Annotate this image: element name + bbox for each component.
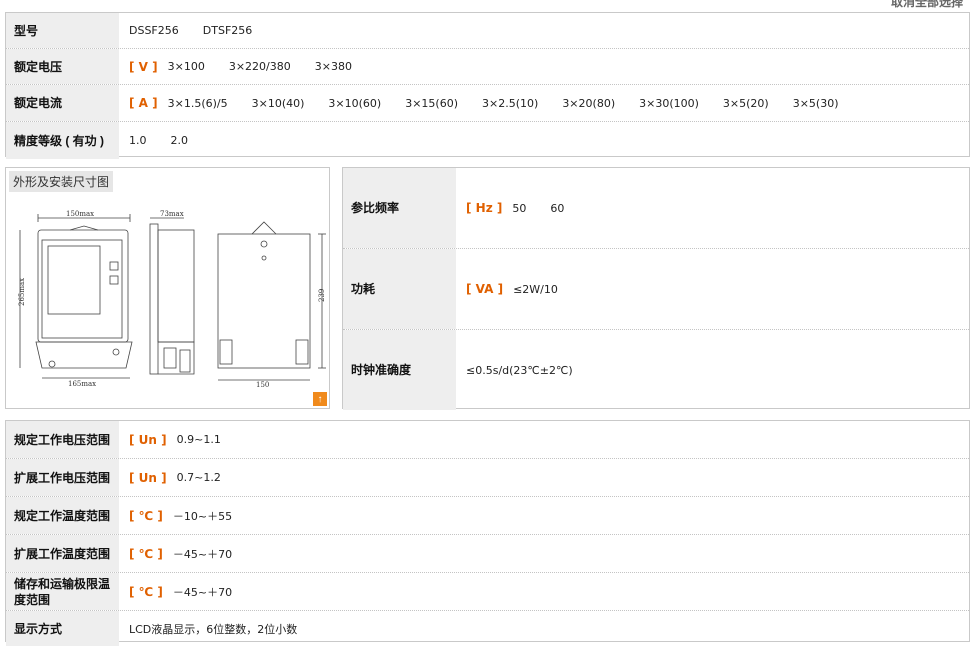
spec-option[interactable]: 3×220/380 [228, 60, 291, 73]
spec-values: [ VA ] ≤2W/10 [456, 249, 558, 329]
spec-label: 精度等级 ( 有功 ) [6, 122, 119, 159]
spec-option[interactable]: 2.0 [170, 134, 189, 147]
spec-option[interactable]: ≤2W/10 [513, 282, 558, 296]
spec-row: 精度等级 ( 有功 ) 1.0 2.0 [6, 122, 969, 159]
spec-option[interactable]: 3×100 [167, 60, 205, 73]
spec-option[interactable]: 3×15(60) [405, 96, 459, 110]
spec-values: [ ℃ ] －45~＋70 [119, 573, 232, 610]
spec-label: 型号 [6, 13, 119, 48]
spec-option[interactable]: 0.7~1.2 [176, 471, 221, 484]
spec-label: 时钟准确度 [343, 330, 456, 410]
unit-label: [ ℃ ] [129, 584, 163, 599]
spec-option[interactable]: 3×20(80) [562, 96, 616, 110]
spec-label: 显示方式 [6, 611, 119, 646]
dim-mount-height: 239 [318, 289, 326, 302]
dimension-drawing-panel: 外形及安装尺寸图 [5, 167, 330, 409]
spec-option[interactable]: 0.9~1.1 [176, 433, 221, 446]
spec-option[interactable]: ≤0.5s/d(23℃±2℃) [466, 363, 573, 377]
spec-table-range: 规定工作电压范围 [ Un ] 0.9~1.1 扩展工作电压范围 [ Un ] 0.7~1… [5, 420, 970, 646]
spec-row: 参比频率 [ Hz ] 50 60 [343, 168, 969, 249]
unit-label: [ Un ] [129, 470, 167, 485]
spec-option[interactable]: 3×10(40) [251, 96, 305, 110]
dim-top-width: 150max [66, 210, 94, 218]
spec-option[interactable]: －10~＋55 [172, 509, 233, 523]
spec-values: [ Un ] 0.7~1.2 [119, 459, 221, 496]
spec-option[interactable]: 3×30(100) [639, 96, 699, 110]
dimension-drawing[interactable]: 150max 73max 265max 165max 150 239 [6, 168, 329, 408]
spec-option[interactable]: －45~＋70 [172, 547, 233, 561]
spec-option[interactable]: 3×2.5(10) [482, 96, 539, 110]
spec-option[interactable]: 3×5(30) [792, 96, 839, 110]
spec-values: ≤0.5s/d(23℃±2℃) [456, 330, 573, 410]
spec-label: 扩展工作电压范围 [6, 459, 119, 496]
spec-values: [ Un ] 0.9~1.1 [119, 421, 221, 458]
unit-label: [ A ] [129, 96, 158, 110]
dim-side-depth: 73max [160, 210, 184, 218]
spec-label: 规定工作温度范围 [6, 497, 119, 534]
spec-row: 扩展工作温度范围 [ ℃ ] －45~＋70 [6, 535, 969, 573]
unit-label: [ ℃ ] [129, 508, 163, 523]
dim-bottom-width: 165max [68, 380, 96, 388]
spec-row: 型号 DSSF256 DTSF256 [6, 13, 969, 49]
spec-row: 扩展工作电压范围 [ Un ] 0.7~1.2 [6, 459, 969, 497]
zoom-icon[interactable]: ↑ [313, 392, 327, 406]
spec-row: 显示方式 LCD液晶显示，6位整数，2位小数 [6, 611, 969, 646]
unit-label: [ Hz ] [466, 201, 503, 215]
spec-values: 1.0 2.0 [119, 122, 188, 159]
spec-label: 额定电压 [6, 49, 119, 84]
spec-values: [ ℃ ] －10~＋55 [119, 497, 232, 534]
spec-option[interactable]: 3×10(60) [328, 96, 382, 110]
unit-label: [ VA ] [466, 282, 504, 296]
dim-mount-width: 150 [256, 381, 269, 389]
spec-row: 规定工作温度范围 [ ℃ ] －10~＋55 [6, 497, 969, 535]
spec-table-frequency: 参比频率 [ Hz ] 50 60 功耗 [ VA ] ≤2W/10 时钟准确度 ≤0.5s/d… [342, 167, 970, 410]
spec-values: LCD液晶显示，6位整数，2位小数 [119, 611, 297, 646]
spec-row: 额定电压 [ V ] 3×100 3×220/380 3×380 [6, 49, 969, 85]
unit-label: [ Un ] [129, 432, 167, 447]
unit-label: [ V ] [129, 59, 158, 74]
dim-height: 265max [18, 278, 26, 306]
spec-values: DSSF256 DTSF256 [119, 13, 252, 48]
spec-table-main: 型号 DSSF256 DTSF256 额定电压 [ V ] 3×100 3×220/380 3… [5, 12, 970, 159]
spec-row: 额定电流 [ A ] 3×1.5(6)/5 3×10(40) 3×10(60) 3×15(… [6, 85, 969, 122]
spec-row: 规定工作电压范围 [ Un ] 0.9~1.1 [6, 421, 969, 459]
spec-label: 规定工作电压范围 [6, 421, 119, 458]
spec-values: [ V ] 3×100 3×220/380 3×380 [119, 49, 352, 84]
spec-option[interactable]: 60 [550, 201, 565, 215]
drawing-title: 外形及安装尺寸图 [9, 171, 114, 192]
spec-option[interactable]: LCD液晶显示，6位整数，2位小数 [129, 622, 298, 636]
spec-label: 功耗 [343, 249, 456, 329]
clear-all-selection-link[interactable]: 取消全部选择 [890, 0, 963, 9]
spec-option[interactable]: 1.0 [129, 134, 147, 147]
unit-label: [ ℃ ] [129, 546, 163, 561]
spec-option[interactable]: －45~＋70 [172, 585, 233, 599]
spec-option[interactable]: DTSF256 [202, 24, 253, 37]
spec-option[interactable]: 3×380 [314, 60, 352, 73]
spec-label: 扩展工作温度范围 [6, 535, 119, 572]
spec-option[interactable]: DSSF256 [129, 24, 179, 37]
spec-row: 功耗 [ VA ] ≤2W/10 [343, 249, 969, 330]
spec-label: 储存和运输极限温度范围 [6, 573, 119, 610]
spec-option[interactable]: 3×5(20) [722, 96, 769, 110]
spec-label: 额定电流 [6, 85, 119, 121]
spec-option[interactable]: 3×1.5(6)/5 [167, 96, 228, 110]
spec-values: [ ℃ ] －45~＋70 [119, 535, 232, 572]
spec-option[interactable]: 50 [512, 201, 527, 215]
spec-label: 参比频率 [343, 168, 456, 248]
spec-row: 时钟准确度 ≤0.5s/d(23℃±2℃) [343, 330, 969, 410]
spec-row: 储存和运输极限温度范围 [ ℃ ] －45~＋70 [6, 573, 969, 611]
spec-values: [ Hz ] 50 60 [456, 168, 564, 248]
spec-values: [ A ] 3×1.5(6)/5 3×10(40) 3×10(60) 3×15(60) 3… [119, 85, 839, 121]
